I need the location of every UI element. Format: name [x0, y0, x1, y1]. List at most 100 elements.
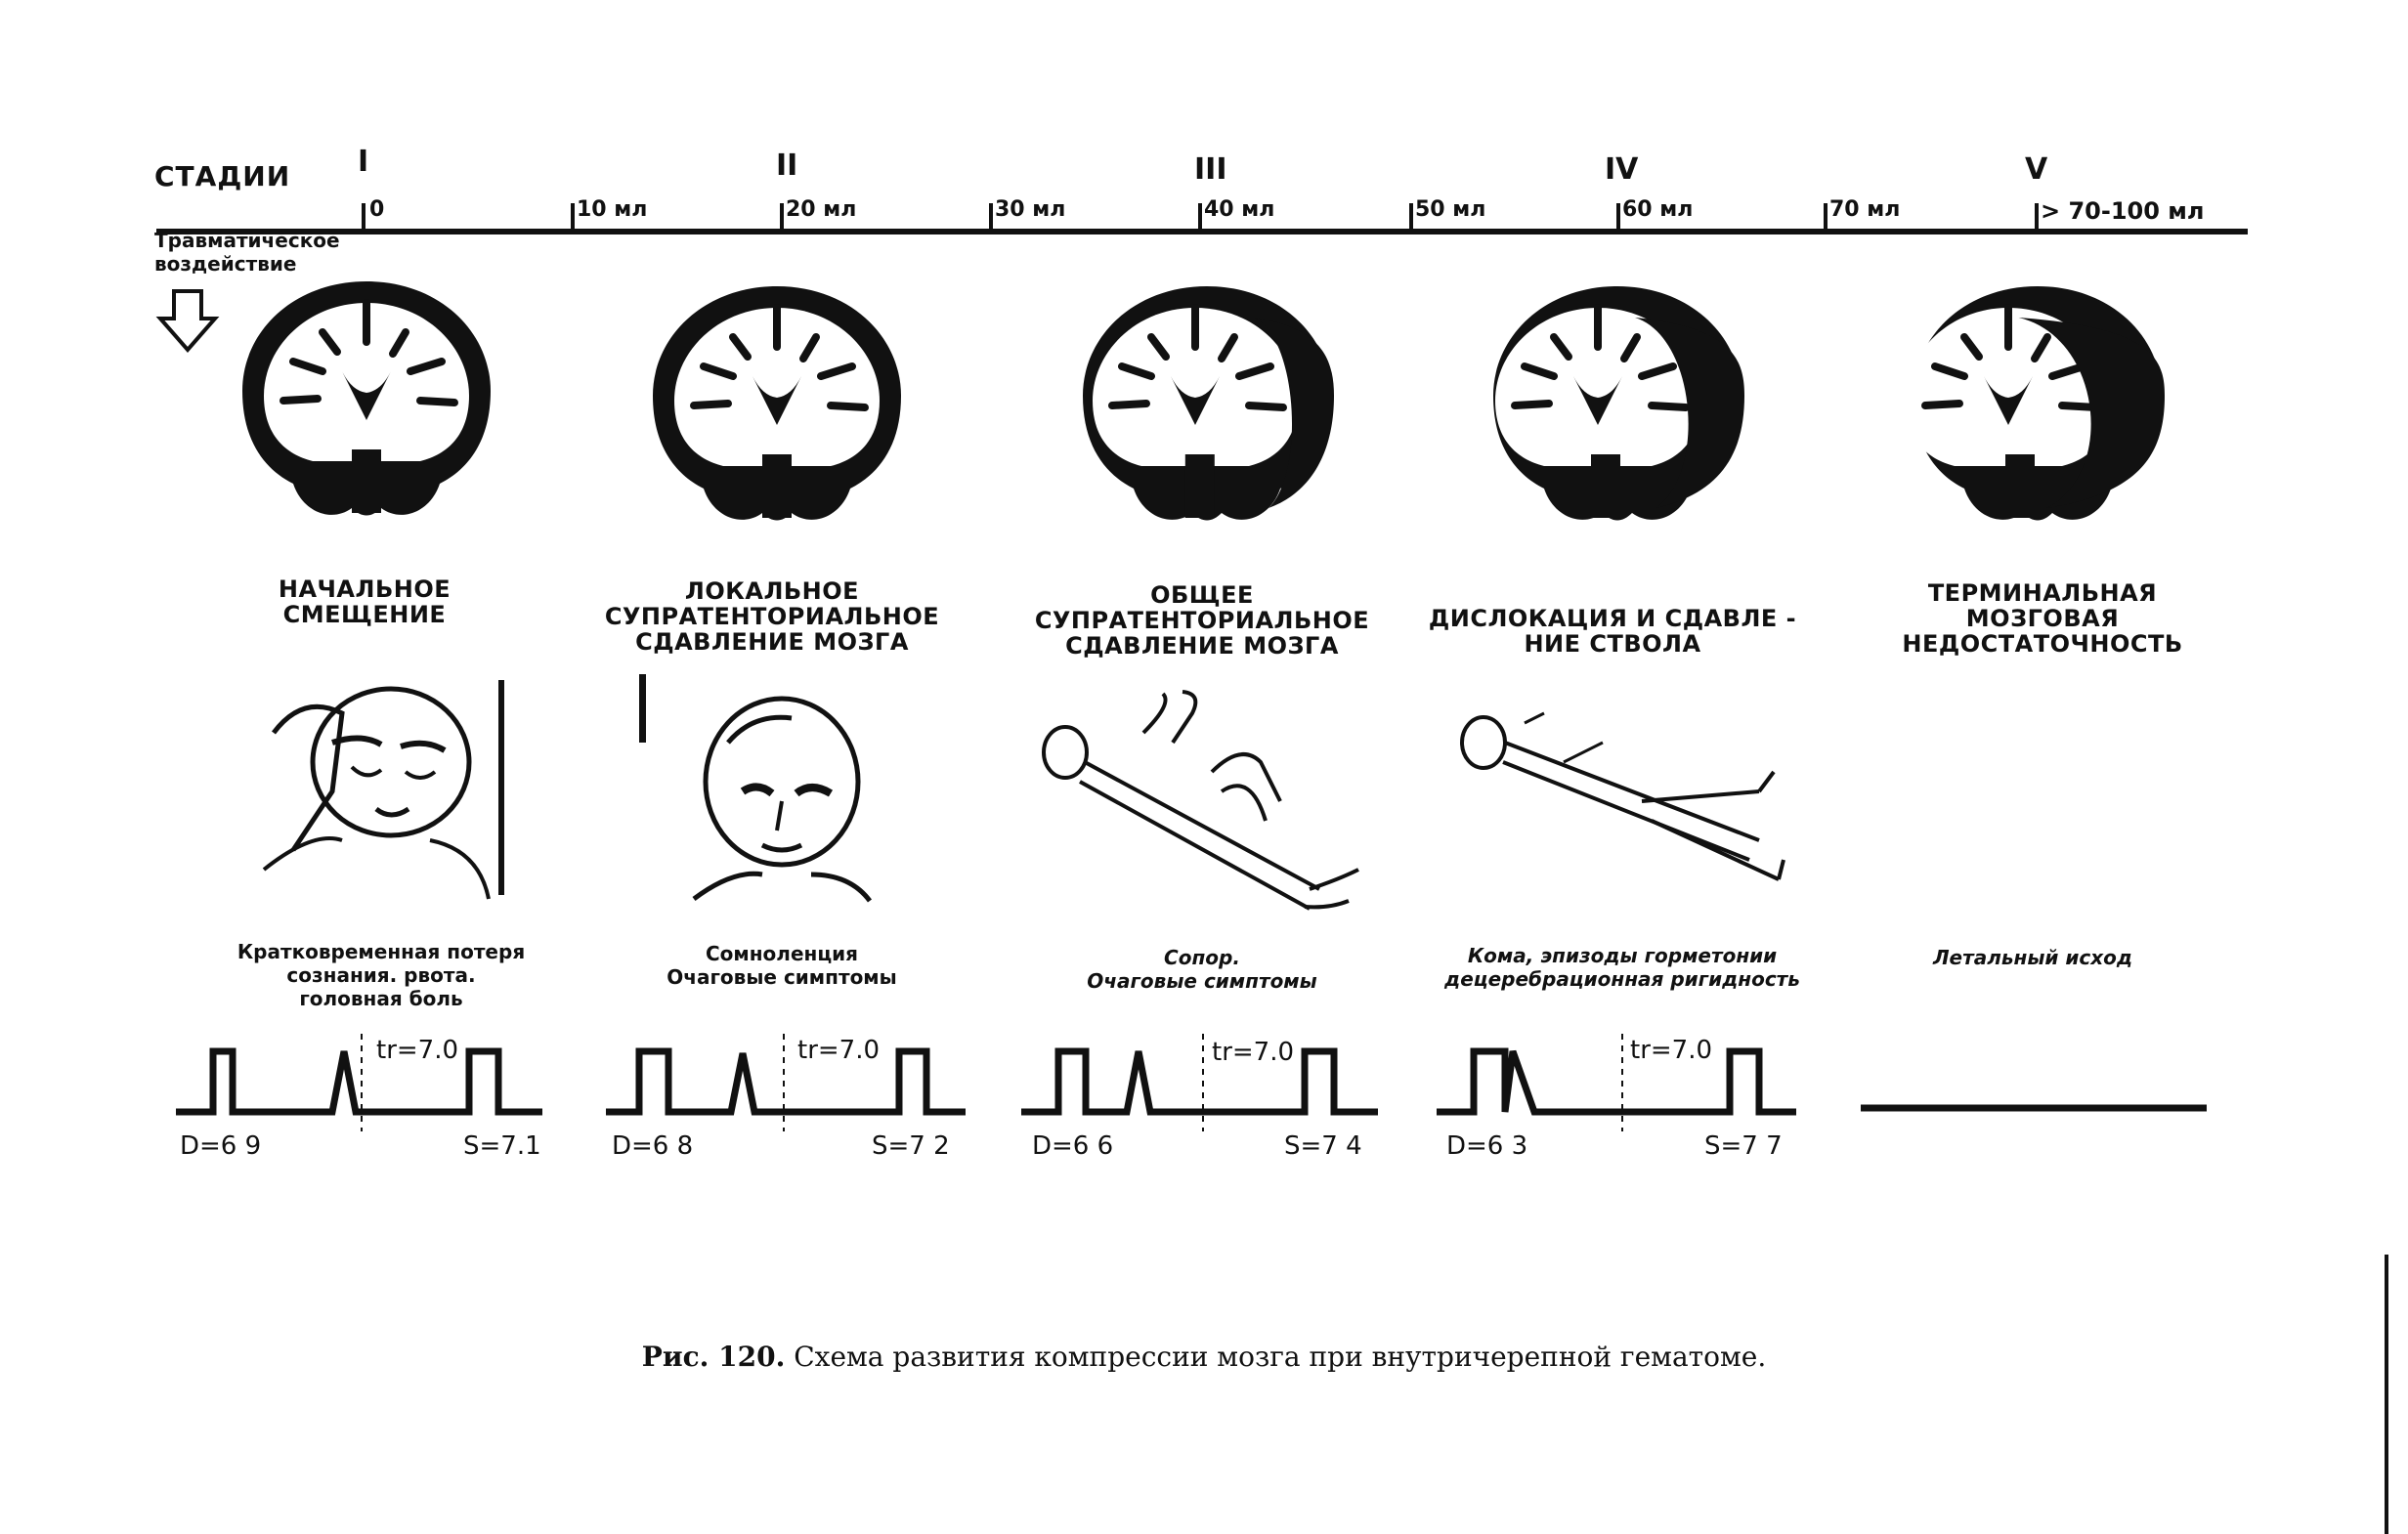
brain-sulcus: [817, 362, 856, 380]
tick-label-70: 70 мл: [1829, 197, 1901, 222]
d-value-1: D=6 9: [180, 1131, 262, 1161]
hematoma: [2018, 318, 2165, 508]
ventricles: [1984, 376, 2033, 425]
trauma-label-line-1: Травматическое: [154, 229, 340, 252]
brain-sulcus: [1921, 400, 1963, 409]
stage-name-4-line: НИЕ СТВОЛА: [1524, 630, 1701, 658]
tick-10: [571, 203, 575, 233]
brainstem: [2005, 454, 2035, 518]
white-matter: [1495, 308, 1700, 466]
hematoma: [1254, 318, 1334, 508]
symptoms-4-line: Кома, эпизоды горметонии: [1467, 944, 1778, 967]
stage-name-5-line: ТЕРМИНАЛЬНАЯ: [1927, 579, 2158, 607]
brain-sulcus: [319, 328, 341, 356]
brainstem: [1184, 454, 1215, 518]
stage-name-3: ОБЩЕЕ СУПРАТЕНТОРИАЛЬНОЕ СДАВЛЕНИЕ МОЗГА: [1016, 582, 1388, 659]
tick-60: [1616, 203, 1620, 233]
tick-label-50: 50 мл: [1415, 197, 1486, 222]
brain-sulcus: [1648, 402, 1690, 411]
brain-sulcus: [827, 402, 869, 411]
brain-sulcus: [1108, 400, 1150, 409]
axis-title: СТАДИИ: [154, 160, 291, 192]
brain-sulcus: [1638, 362, 1677, 380]
brain-sulcus: [1620, 333, 1641, 362]
figure-caption-text: Схема развития компрессии мозга при внут…: [794, 1341, 1767, 1373]
tr-label-1: tr=7.0: [376, 1036, 459, 1065]
trauma-label: Травматическое воздействие: [154, 229, 340, 276]
figure-caption-label: Рис. 120.: [641, 1341, 786, 1373]
d-value-2: D=6 8: [612, 1131, 694, 1161]
tick-label-30: 30 мл: [995, 197, 1066, 222]
brain-sulcus: [2031, 333, 2051, 362]
stage-name-1-line: НАЧАЛЬНОЕ: [278, 575, 452, 603]
tr-label-3: tr=7.0: [1212, 1038, 1295, 1067]
symptoms-4: Кома, эпизоды горметонии децеребрационна…: [1427, 944, 1818, 991]
brain-diagram-2: [653, 286, 901, 521]
brain-sulcus: [799, 333, 820, 362]
stage-numeral-1: I: [358, 145, 369, 179]
volume-axis-line: [156, 229, 2248, 234]
symptoms-4-line: децеребрационная ригидность: [1444, 967, 1800, 991]
brain-sulcus: [1218, 333, 1238, 362]
stage-name-2-line: ЛОКАЛЬНОЕ: [684, 577, 860, 605]
tick-0: [362, 203, 366, 233]
brain-sulcus: [1521, 362, 1558, 380]
brain-diagram-4: [1493, 286, 1744, 521]
brainstem: [762, 454, 792, 518]
brain-sulcus: [289, 358, 326, 375]
brain-sulcus: [2048, 362, 2087, 380]
stage-name-1: НАЧАЛЬНОЕ СМЕЩЕНИЕ: [208, 576, 521, 627]
trace-1: [176, 1034, 542, 1131]
trace-2: [606, 1034, 966, 1131]
tick-20: [780, 203, 784, 233]
symptoms-3: Сопор. Очаговые симптомы: [1026, 946, 1378, 993]
stage-numeral-5: V: [2025, 152, 2048, 187]
patient-stupor-illustration: [1042, 690, 1359, 911]
stage-name-5-line: МОЗГОВАЯ: [1965, 605, 2120, 632]
trace-5-flatline: [1861, 1104, 2207, 1112]
stage-name-1-line: СМЕЩЕНИЕ: [282, 601, 447, 628]
symptoms-1-line: сознания. рвота.: [286, 963, 476, 987]
symptoms-5-line: Летальный исход: [1932, 946, 2133, 969]
tick-label-20: 20 мл: [786, 197, 857, 222]
tick-label-60: 60 мл: [1622, 197, 1694, 222]
tick-70-100: [2035, 203, 2039, 233]
trauma-label-line-2: воздействие: [154, 252, 297, 276]
s-value-1: S=7.1: [463, 1131, 541, 1161]
symptoms-2-line: Очаговые симптомы: [666, 965, 897, 989]
s-value-2: S=7 2: [872, 1131, 950, 1161]
brain-sulcus: [280, 395, 322, 405]
patient-coma-illustration: [1460, 711, 1785, 881]
figure-caption: Рис. 120. Схема развития компрессии мозг…: [0, 1341, 2408, 1373]
stage-name-2-line: СДАВЛЕНИЕ МОЗГА: [635, 628, 909, 656]
ventricles: [1573, 376, 1622, 425]
stage-name-3-line: СУПРАТЕНТОРИАЛЬНОЕ: [1034, 607, 1370, 634]
white-matter: [674, 308, 880, 466]
s-value-4: S=7 7: [1704, 1131, 1783, 1161]
patient-somnolent-illustration: [639, 674, 873, 903]
brainstem: [352, 449, 381, 513]
symptoms-5: Летальный исход: [1857, 946, 2209, 969]
stage-name-4: ДИСЛОКАЦИЯ И СДАВЛЕ - НИЕ СТВОЛА: [1427, 606, 1798, 657]
brain-diagram-5: [1906, 286, 2165, 521]
brain-sulcus: [690, 400, 732, 409]
brain-sulcus: [1960, 333, 1983, 361]
stage-name-2: ЛОКАЛЬНОЕ СУПРАТЕНТОРИАЛЬНОЕ СДАВЛЕНИЕ М…: [586, 578, 958, 655]
patient-headache-illustration: [262, 680, 504, 900]
stage-name-2-line: СУПРАТЕНТОРИАЛЬНОЕ: [604, 603, 940, 630]
symptoms-2: Сомноленция Очаговые симптомы: [606, 942, 958, 989]
brain-sulcus: [1118, 362, 1155, 380]
brain-sulcus: [700, 362, 737, 380]
tick-40: [1198, 203, 1202, 233]
white-matter: [1906, 308, 2111, 466]
stage-numeral-2: II: [776, 149, 798, 183]
symptoms-2-line: Сомноленция: [705, 942, 859, 965]
symptoms-1-line: Кратковременная потеря: [236, 940, 526, 963]
brain-diagram-3: [1083, 286, 1334, 521]
margin-rule: [2385, 1255, 2388, 1534]
brain-sulcus: [1147, 333, 1170, 361]
stage-name-4-line: ДИСЛОКАЦИЯ И СДАВЛЕ -: [1428, 605, 1797, 632]
symptoms-3-line: Очаговые симптомы: [1087, 969, 1317, 993]
brain-sulcus: [1931, 362, 1968, 380]
symptoms-1-line: головная боль: [299, 987, 463, 1010]
